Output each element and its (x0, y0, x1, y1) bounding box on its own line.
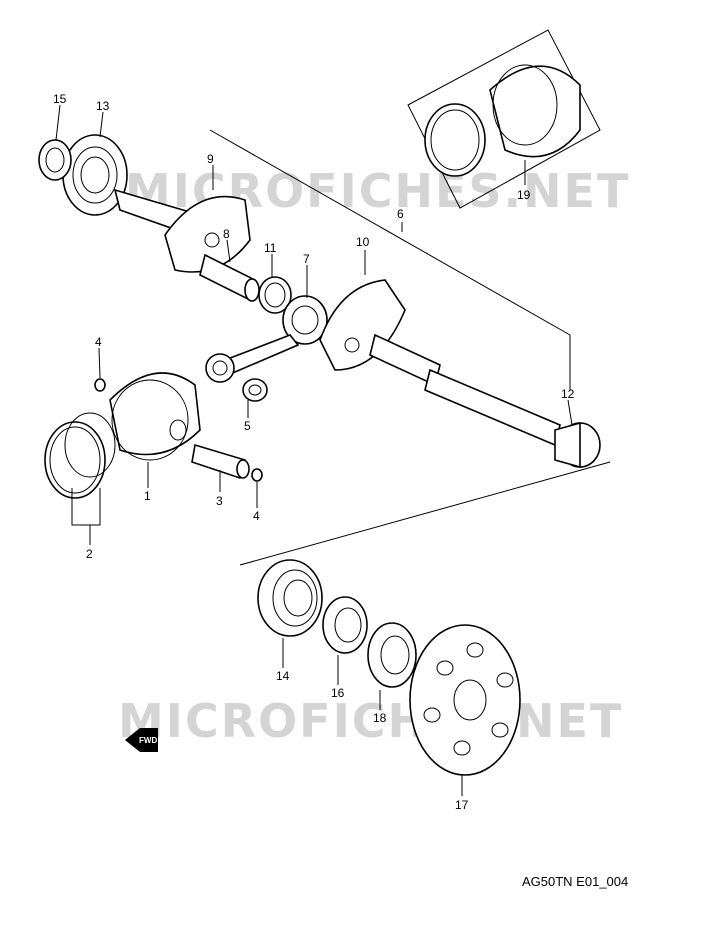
leader-2-bracket (71, 488, 101, 526)
callout-5: 5 (244, 419, 251, 433)
bearing-13 (62, 134, 128, 216)
watermark-bottom: MICROFICHES.NET (118, 694, 623, 748)
needle-bearing-11 (258, 276, 292, 314)
drawing-code: AG50TN E01_004 (522, 874, 628, 889)
callout-13: 13 (96, 99, 110, 113)
gear-17 (409, 624, 521, 776)
crank-pin-8 (199, 253, 260, 302)
oil-seal-18 (367, 622, 417, 688)
circlip-4a (94, 378, 106, 392)
leader-13 (99, 111, 104, 138)
callout-9: 9 (207, 152, 214, 166)
fwd-arrow-icon: FWD (125, 728, 158, 752)
bearing-12 (554, 421, 601, 469)
piston-inset (424, 64, 581, 185)
fwd-label: FWD (139, 736, 157, 745)
leader-4a (98, 347, 101, 379)
piston-rings-2 (44, 412, 116, 499)
piston-pin-3 (191, 443, 250, 480)
callout-4a: 4 (95, 335, 102, 349)
callout-18: 18 (373, 711, 387, 725)
callout-19: 19 (517, 188, 531, 202)
callout-14: 14 (276, 669, 290, 683)
callout-1: 1 (144, 489, 151, 503)
callout-17: 17 (455, 798, 469, 812)
callout-3: 3 (216, 494, 223, 508)
callout-12: 12 (561, 387, 575, 401)
callout-4b: 4 (253, 509, 260, 523)
needle-bearing-5 (242, 378, 268, 402)
connecting-rod-7 (205, 295, 328, 383)
callout-10: 10 (356, 235, 370, 249)
oil-seal-15 (38, 139, 72, 181)
crankshaft-right-half (319, 279, 561, 447)
callout-15: 15 (53, 92, 67, 106)
callout-2: 2 (86, 547, 93, 561)
bracket-crankshaft-top (209, 129, 571, 390)
callout-16: 16 (331, 686, 345, 700)
circlip-4b (251, 468, 263, 482)
callout-8: 8 (223, 227, 230, 241)
callout-6: 6 (397, 207, 404, 221)
callout-7: 7 (303, 252, 310, 266)
leader-12 (567, 399, 573, 426)
piston-1 (109, 372, 201, 461)
bearing-14 (257, 559, 323, 637)
leader-8 (226, 239, 231, 263)
oil-seal-16 (322, 596, 368, 654)
bracket-crankshaft-bottom (239, 461, 611, 566)
leader-15 (55, 104, 61, 141)
callout-11: 11 (264, 241, 277, 255)
